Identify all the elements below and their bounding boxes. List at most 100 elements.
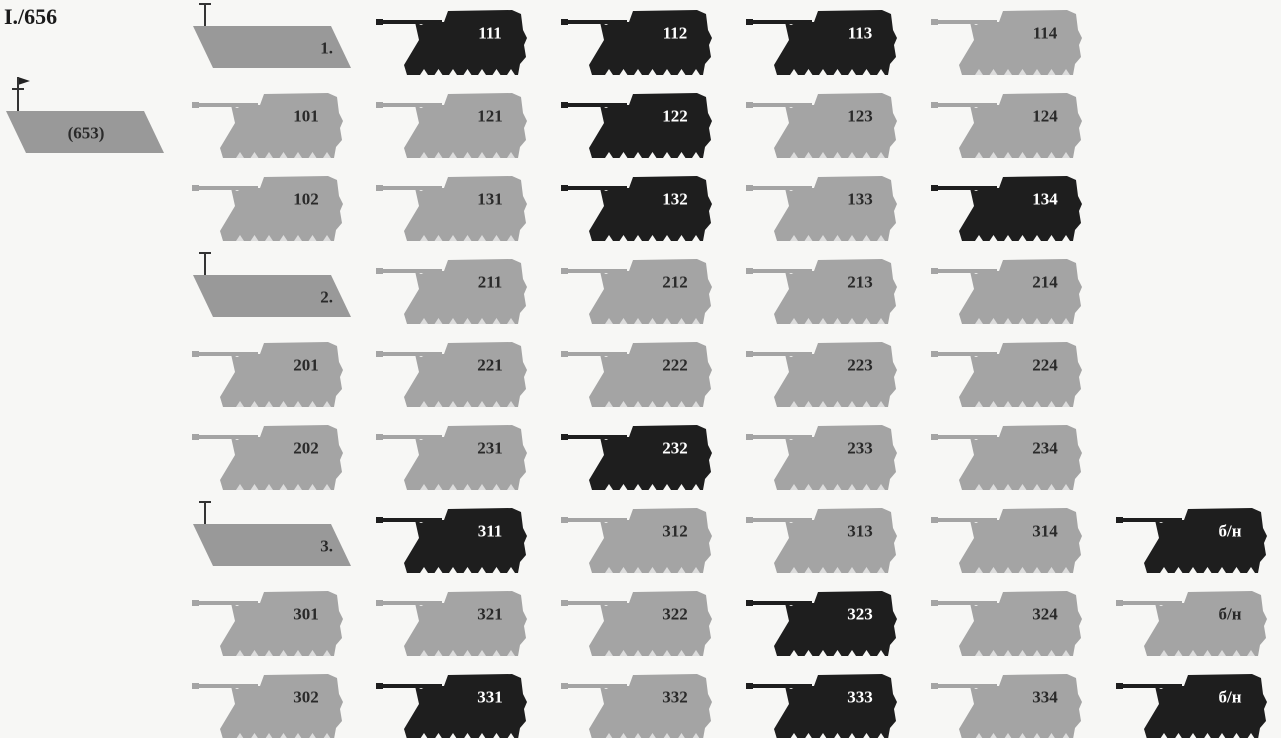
muzzle-brake [746,600,753,606]
vehicle-number: 301 [293,605,319,624]
vehicle-hull [589,10,712,75]
vehicle-hull [220,342,343,407]
hq-vehicle: 101 [192,93,343,158]
vehicle-hull [404,259,527,324]
hq-label: (653) [68,124,105,143]
vehicle-hull [589,674,712,738]
vehicle-number: 224 [1032,356,1058,375]
muzzle-brake [561,185,568,191]
muzzle-brake [746,185,753,191]
vehicle-number: б/н [1218,605,1241,624]
unnumbered-vehicle: б/н [1116,508,1267,573]
muzzle-brake [376,600,383,606]
vehicle-hull [959,591,1082,656]
vehicle-hull [589,508,712,573]
platoon-vehicle: 231 [376,425,527,490]
vehicle-hull [404,425,527,490]
hq-vehicle: 202 [192,425,343,490]
unnumbered-vehicle: б/н [1116,674,1267,738]
muzzle-brake [561,434,568,440]
platoon-vehicle: 131 [376,176,527,241]
vehicle-number: 313 [847,522,873,541]
muzzle-brake [192,600,199,606]
vehicle-hull [774,259,897,324]
platoon-vehicle: 311 [376,508,527,573]
muzzle-brake [746,683,753,689]
muzzle-brake [1116,683,1123,689]
platoon-vehicle: 123 [746,93,897,158]
company-hq-marker: 3. [193,502,351,566]
vehicle-number: 123 [847,107,873,126]
vehicle-hull [774,425,897,490]
platoon-vehicle: 223 [746,342,897,407]
muzzle-brake [561,517,568,523]
platoon-vehicle: 321 [376,591,527,656]
muzzle-brake [931,434,938,440]
muzzle-brake [561,268,568,274]
muzzle-brake [931,683,938,689]
vehicle-number: 132 [662,190,688,209]
vehicle-number: 114 [1033,24,1058,43]
platoon-vehicle: 121 [376,93,527,158]
muzzle-brake [746,268,753,274]
muzzle-brake [376,351,383,357]
muzzle-brake [192,102,199,108]
vehicle-number: 101 [293,107,319,126]
vehicle-hull [589,425,712,490]
platoon-vehicle: 134 [931,176,1082,241]
company-hq-marker: 2. [193,253,351,317]
vehicle-hull [774,591,897,656]
muzzle-brake [1116,600,1123,606]
company-hq-marker: 1. [193,4,351,68]
vehicle-hull [774,176,897,241]
hq-label: 1. [320,39,333,58]
vehicle-number: 334 [1032,688,1058,707]
vehicle-number: 113 [848,24,873,43]
platoon-vehicle: 322 [561,591,712,656]
platoon-vehicle: 133 [746,176,897,241]
vehicle-hull [404,10,527,75]
platoon-vehicle: 114 [931,10,1082,75]
vehicle-hull [959,674,1082,738]
muzzle-brake [746,351,753,357]
vehicle-hull [589,176,712,241]
platoon-vehicle: 221 [376,342,527,407]
vehicle-number: 124 [1032,107,1058,126]
vehicle-number: 231 [477,439,503,458]
platoon-vehicle: 113 [746,10,897,75]
vehicle-number: 332 [662,688,688,707]
vehicle-hull [589,342,712,407]
vehicle-number: 133 [847,190,873,209]
vehicle-number: 134 [1032,190,1058,209]
vehicle-hull [220,591,343,656]
vehicle-hull [404,176,527,241]
hq-vehicle: 102 [192,176,343,241]
muzzle-brake [746,517,753,523]
platoon-vehicle: 312 [561,508,712,573]
vehicle-number: 221 [477,356,503,375]
vehicle-hull [774,93,897,158]
vehicle-hull [220,176,343,241]
vehicle-number: 211 [478,273,503,292]
hq-vehicle: 301 [192,591,343,656]
vehicle-hull [774,674,897,738]
vehicle-hull [1144,591,1267,656]
vehicle-number: 232 [662,439,688,458]
muzzle-brake [746,434,753,440]
muzzle-brake [376,268,383,274]
muzzle-brake [931,102,938,108]
vehicle-number: б/н [1218,522,1241,541]
vehicle-number: 233 [847,439,873,458]
vehicle-hull [589,259,712,324]
muzzle-brake [192,185,199,191]
platoon-vehicle: 112 [561,10,712,75]
muzzle-brake [561,600,568,606]
platoon-vehicle: 222 [561,342,712,407]
vehicle-number: 121 [477,107,503,126]
vehicle-number: 201 [293,356,319,375]
vehicle-hull [1144,674,1267,738]
vehicle-number: 122 [662,107,688,126]
muzzle-brake [931,268,938,274]
vehicle-number: 302 [293,688,319,707]
